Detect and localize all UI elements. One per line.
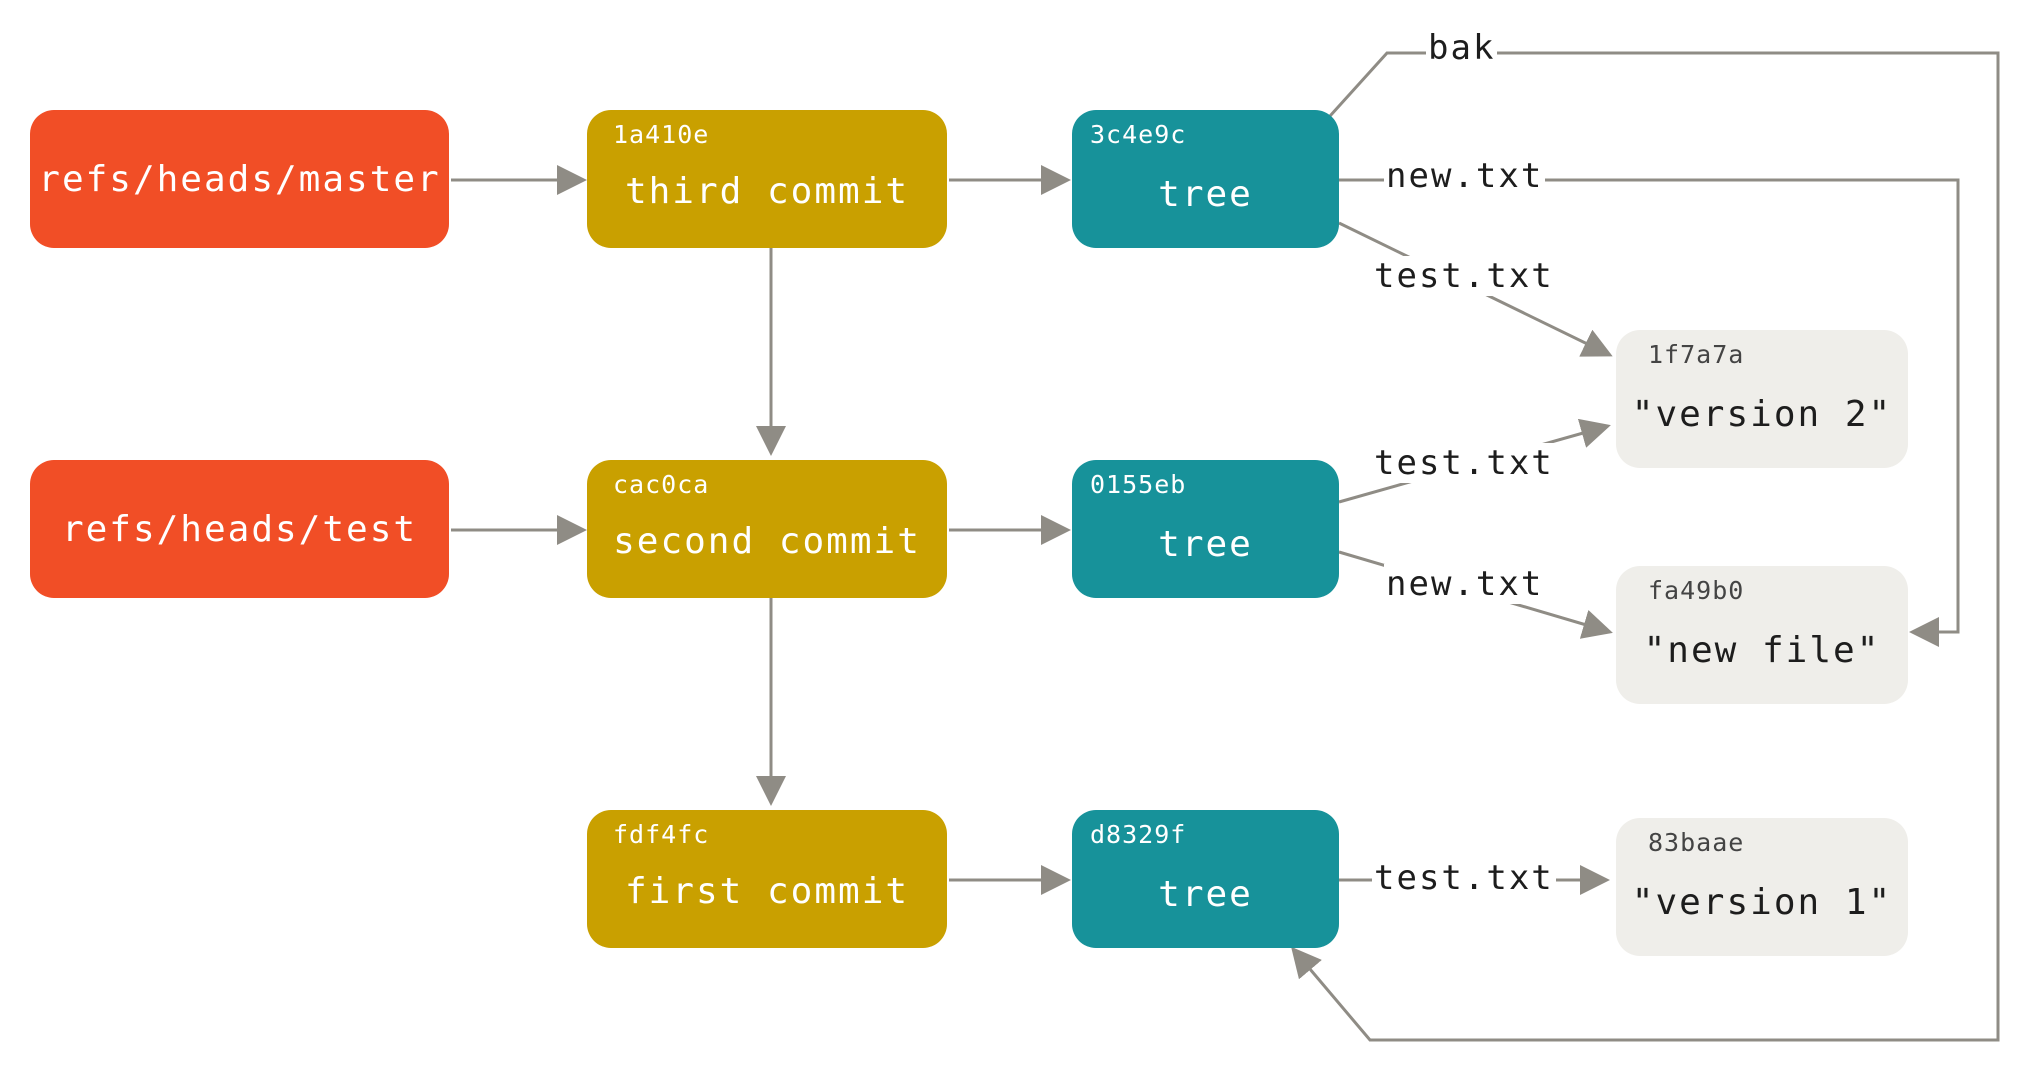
- ref-test-label: refs/heads/test: [61, 508, 418, 550]
- tree-middle: 0155eb tree: [1072, 460, 1339, 598]
- blob-version2: 1f7a7a "version 2": [1616, 330, 1908, 468]
- edge-label-bak: bak: [1426, 28, 1498, 68]
- tree-middle-label: tree: [1158, 523, 1253, 565]
- edge-label-mid-test: test.txt: [1372, 443, 1556, 483]
- commit-second: cac0ca second commit: [587, 460, 947, 598]
- blob-version2-label: "version 2": [1631, 393, 1893, 435]
- tree-middle-hash: 0155eb: [1090, 470, 1187, 499]
- commit-third: 1a410e third commit: [587, 110, 947, 248]
- blob-version1-hash: 83baae: [1648, 828, 1745, 857]
- edge-label-top-new: new.txt: [1384, 156, 1546, 196]
- tree-bottom-hash: d8329f: [1090, 820, 1187, 849]
- commit-second-hash: cac0ca: [613, 470, 710, 499]
- tree-top: 3c4e9c tree: [1072, 110, 1339, 248]
- blob-newfile: fa49b0 "new file": [1616, 566, 1908, 704]
- edge-label-mid-new: new.txt: [1384, 564, 1546, 604]
- blob-version1-label: "version 1": [1631, 881, 1893, 923]
- commit-first-label: first commit: [624, 870, 910, 912]
- commit-first-hash: fdf4fc: [613, 820, 710, 849]
- tree-top-hash: 3c4e9c: [1090, 120, 1187, 149]
- edge-label-bottom-test: test.txt: [1372, 858, 1556, 898]
- tree-bottom-label: tree: [1158, 873, 1253, 915]
- ref-master-label: refs/heads/master: [38, 158, 441, 200]
- blob-version1: 83baae "version 1": [1616, 818, 1908, 956]
- tree-top-label: tree: [1158, 173, 1253, 215]
- blob-newfile-label: "new file": [1643, 629, 1881, 671]
- commit-first: fdf4fc first commit: [587, 810, 947, 948]
- commit-third-label: third commit: [624, 170, 910, 212]
- commit-second-label: second commit: [613, 520, 921, 562]
- edge-label-top-test: test.txt: [1372, 256, 1556, 296]
- commit-third-hash: 1a410e: [613, 120, 710, 149]
- tree-bottom: d8329f tree: [1072, 810, 1339, 948]
- blob-newfile-hash: fa49b0: [1648, 576, 1745, 605]
- ref-test: refs/heads/test: [30, 460, 449, 598]
- edge-top-tree-bak-to-bottom-tree: [1291, 51, 2000, 1042]
- edge-top-tree-new-to-newfile: [1339, 178, 1960, 647]
- ref-master: refs/heads/master: [30, 110, 449, 248]
- blob-version2-hash: 1f7a7a: [1648, 340, 1745, 369]
